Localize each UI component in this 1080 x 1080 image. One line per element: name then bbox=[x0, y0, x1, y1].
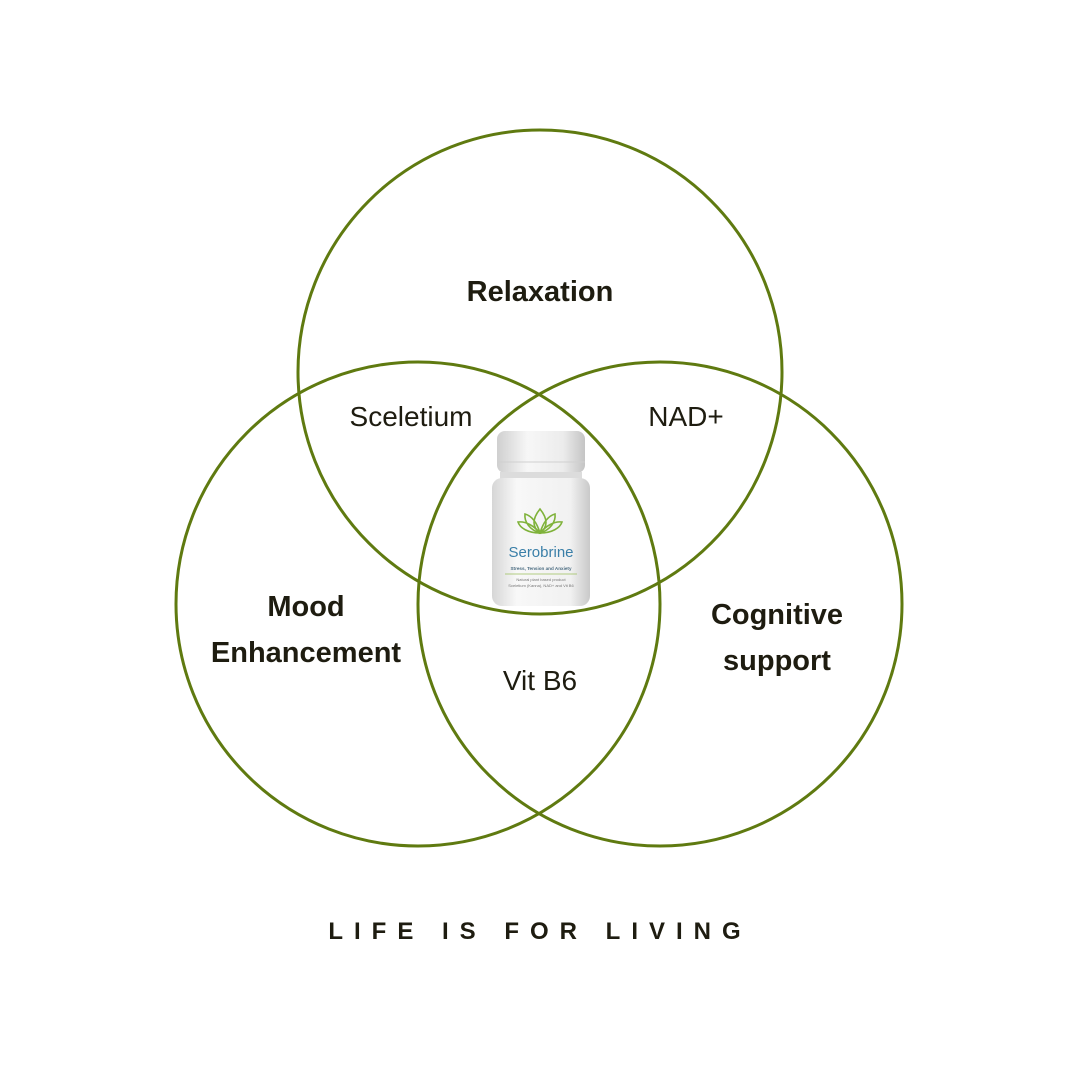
circle-mood-enhancement bbox=[174, 360, 662, 848]
product-description-line1: Natural plant based product bbox=[516, 577, 566, 582]
label-cognitive-line1: Cognitive bbox=[711, 599, 843, 631]
label-relaxation: Relaxation bbox=[467, 276, 614, 308]
product-brand: Serobrine bbox=[508, 544, 573, 561]
bottle-cap bbox=[497, 431, 585, 473]
lotus-icon bbox=[516, 507, 564, 535]
label-cognitive-line2: support bbox=[723, 645, 831, 677]
label-mood-line2: Enhancement bbox=[211, 637, 401, 669]
label-overlap-nad: NAD+ bbox=[648, 401, 723, 432]
product-description-line2: Sceletium (Kanna), NAD+ and Vit B6 bbox=[508, 583, 574, 588]
tagline: LIFE IS FOR LIVING bbox=[328, 918, 752, 945]
label-mood-line1: Mood bbox=[267, 591, 344, 623]
circle-cognitive-support bbox=[416, 360, 904, 848]
product-bottle: Serobrine Stress, Tension and Anxiety Na… bbox=[492, 431, 590, 606]
label-overlap-vitb6: Vit B6 bbox=[503, 665, 577, 696]
circle-relaxation bbox=[296, 128, 784, 616]
product-subtitle: Stress, Tension and Anxiety bbox=[510, 566, 571, 571]
label-overlap-sceletium: Sceletium bbox=[350, 401, 473, 432]
